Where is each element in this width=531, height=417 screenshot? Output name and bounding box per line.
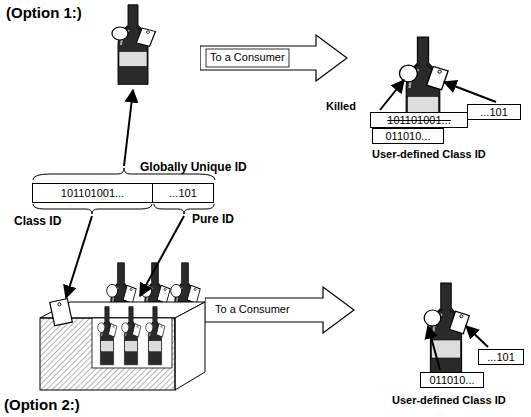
field-label: User-defined Class ID xyxy=(372,148,486,160)
node-text: 011010... xyxy=(385,130,430,142)
field-label: Globally Unique ID xyxy=(140,160,247,174)
tagged-bottle xyxy=(112,5,155,85)
node-text: To a Consumer xyxy=(215,303,290,315)
pointer-arrow xyxy=(444,82,496,102)
killed-id-cell: 101101001... xyxy=(370,112,468,128)
option-heading: (Option 2:) xyxy=(4,396,80,413)
tagged-bottle xyxy=(424,283,469,380)
pointer-arrow xyxy=(466,326,488,347)
pointer-arrow xyxy=(66,216,92,298)
pure-id-cell: ...101 xyxy=(152,183,214,203)
node-text: ...101 xyxy=(487,351,515,363)
node-text: ...101 xyxy=(480,106,508,118)
field-label: Pure ID xyxy=(192,212,234,226)
pure-id-cell: ...101 xyxy=(467,104,521,120)
node-text: 011010... xyxy=(429,374,474,386)
brace xyxy=(33,204,152,214)
pointer-arrow xyxy=(428,326,440,370)
pointer-arrow xyxy=(140,216,184,296)
option-heading: (Option 1:) xyxy=(6,4,82,21)
field-label: Killed xyxy=(326,100,356,112)
node-text: To a Consumer xyxy=(210,51,285,63)
field-label: Class ID xyxy=(14,214,61,228)
user-class-id-cell: 011010... xyxy=(420,372,484,388)
node-text: ...101 xyxy=(169,187,197,199)
class-id-cell: 101101001... xyxy=(32,183,153,203)
transfer-arrow: To a Consumer xyxy=(205,286,355,334)
transfer-arrow: To a Consumer xyxy=(200,34,348,82)
pure-id-cell: ...101 xyxy=(478,349,524,365)
node-text: 101101001... xyxy=(387,114,450,126)
node-text: 101101001... xyxy=(61,187,124,199)
user-class-id-cell: 011010... xyxy=(372,128,444,144)
bottle-case xyxy=(40,263,205,390)
pointer-arrow xyxy=(124,90,133,166)
field-label: User-defined Class ID xyxy=(392,394,506,406)
pointer-arrow xyxy=(380,80,404,110)
